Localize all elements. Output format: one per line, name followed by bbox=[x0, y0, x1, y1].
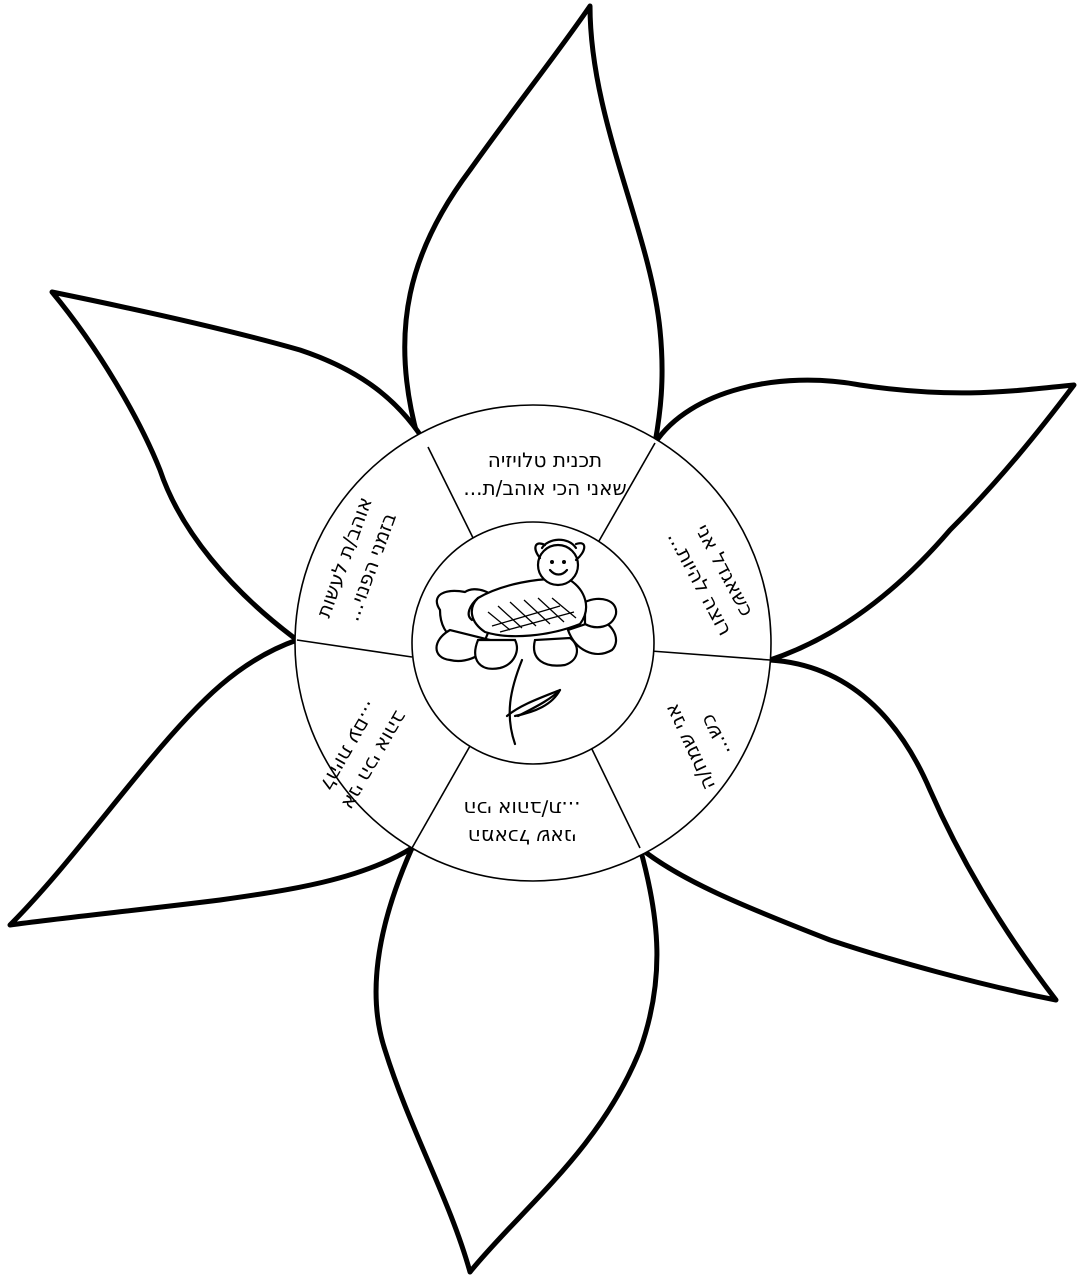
segment-tv-show-line2: שאני הכי אוהב/ת... bbox=[463, 476, 626, 500]
petal-bottom bbox=[376, 848, 657, 1272]
segment-favorite-food-line1: המאכל שאני bbox=[468, 825, 576, 849]
segment-favorite-food-line2: הכי אוהב/ת... bbox=[464, 797, 581, 821]
petal-top bbox=[405, 6, 662, 443]
segment-tv-show-line1: תכנית טלויזיה bbox=[488, 448, 602, 472]
